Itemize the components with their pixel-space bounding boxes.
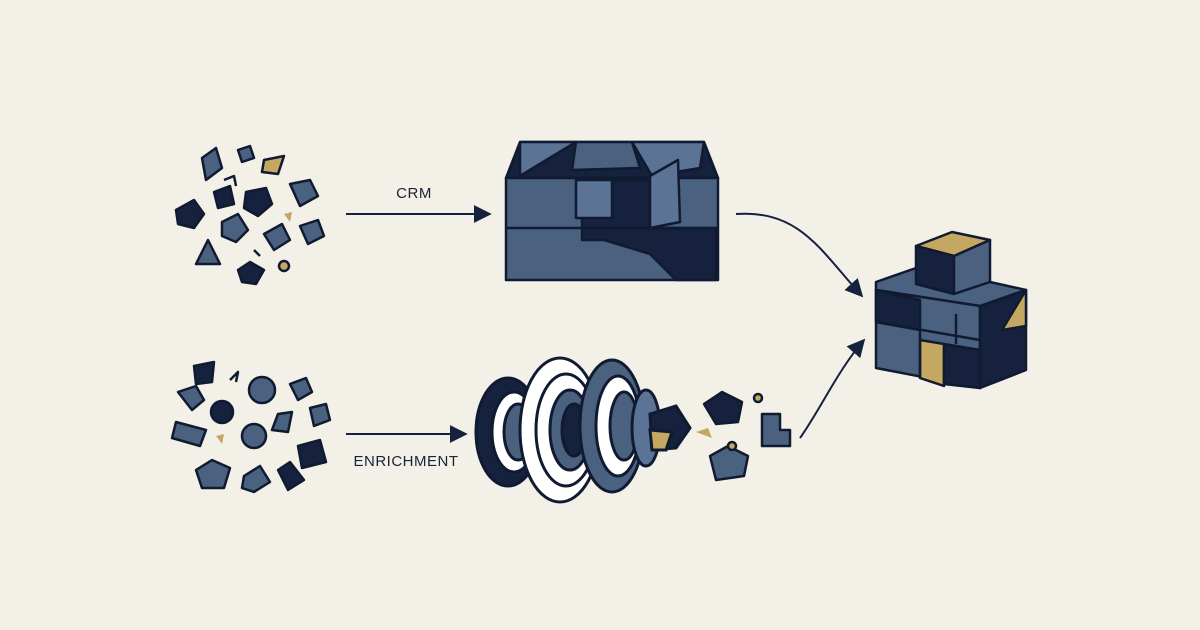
- fragment-shape: [236, 144, 256, 164]
- fragment-shape: [200, 146, 224, 182]
- fragment-shape: [236, 260, 266, 286]
- enrichment-rings-icon: [474, 356, 692, 504]
- fragment-shape: [260, 154, 286, 176]
- fragment-shape: [262, 222, 292, 252]
- merged-cube-icon: [874, 230, 1028, 390]
- crm-box-icon: [504, 140, 720, 282]
- fragment-shape: [212, 184, 236, 210]
- fragment-shape: [242, 186, 274, 218]
- fragment-dot: [277, 259, 291, 273]
- crm-label: CRM: [396, 185, 432, 202]
- fragment-shape: [194, 238, 222, 266]
- fragment-mark: [253, 249, 261, 257]
- enrichment-to-cube-arrow: [799, 338, 866, 439]
- fragment-shape: [284, 212, 292, 222]
- bottom-fragments-icon: [170, 360, 332, 494]
- output-fragments-icon: [696, 390, 792, 482]
- enrichment-label: ENRICHMENT: [354, 453, 459, 470]
- fragment-shape: [220, 212, 250, 244]
- fragment-mark: [223, 174, 238, 187]
- crm-to-cube-arrow: [735, 212, 864, 298]
- fragment-shape: [288, 178, 320, 208]
- fragment-shape: [298, 218, 326, 246]
- top-fragments-icon: [174, 144, 326, 286]
- fragment-shape: [174, 198, 206, 230]
